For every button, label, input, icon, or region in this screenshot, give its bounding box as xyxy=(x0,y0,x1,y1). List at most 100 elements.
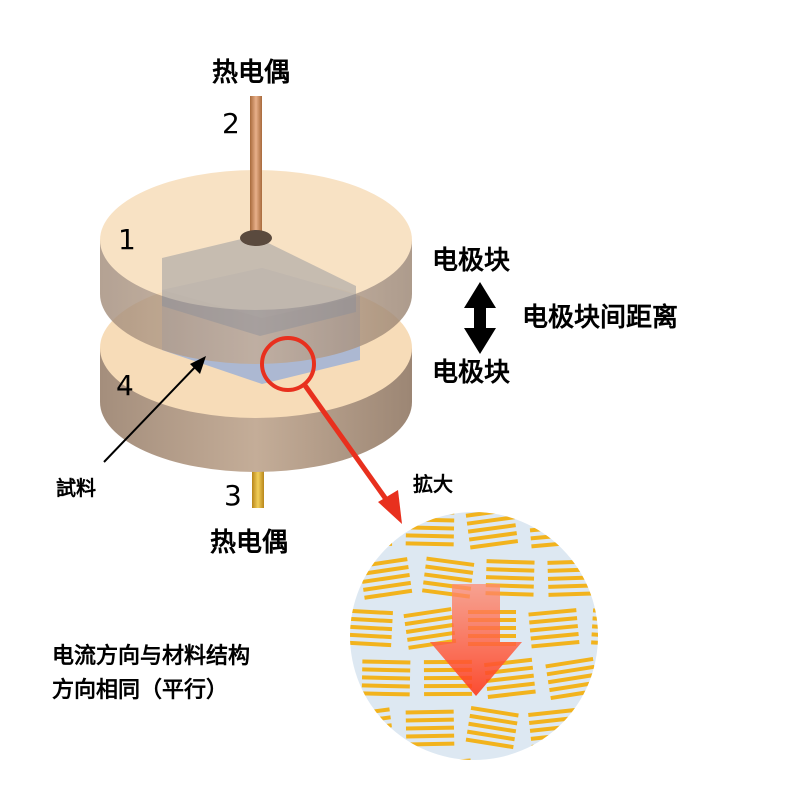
electrode-number-4: 4 xyxy=(116,369,134,402)
fiber-line xyxy=(591,632,598,640)
fiber-line xyxy=(592,608,598,616)
fiber-line xyxy=(609,680,657,691)
fiber-cell xyxy=(591,512,598,547)
fiber-line xyxy=(610,582,658,590)
fiber-line xyxy=(361,675,411,681)
fiber-line xyxy=(362,782,410,789)
fiber-cell xyxy=(591,608,598,648)
fiber-line xyxy=(405,541,454,547)
fiber-line xyxy=(468,721,517,734)
sample-pointer-arrowhead xyxy=(190,356,206,374)
fiber-line xyxy=(350,632,392,640)
fiber-line xyxy=(363,580,412,592)
fiber-line xyxy=(654,542,702,546)
fiber-line xyxy=(547,779,595,791)
fiber-cell xyxy=(361,659,411,697)
fiber-line xyxy=(361,691,410,697)
fiber-line xyxy=(528,512,577,517)
fiber-line xyxy=(548,591,597,597)
fiber-line xyxy=(550,755,598,760)
fiber-line xyxy=(483,757,533,760)
fiber-line xyxy=(547,672,596,685)
sample-label: 試料 xyxy=(56,476,96,500)
fiber-line xyxy=(361,683,410,689)
fiber-line xyxy=(545,656,594,669)
fiber-line xyxy=(404,615,453,627)
fiber-line xyxy=(403,607,452,619)
fiber-line xyxy=(350,517,392,523)
fiber-line xyxy=(591,525,598,531)
fiber-line xyxy=(424,572,473,583)
fiber-line xyxy=(424,774,472,782)
fiber-cell xyxy=(609,558,660,597)
current-direction-note: 电流方向与材料结构 方向相同（平行） xyxy=(52,640,382,708)
fiber-line xyxy=(673,790,721,798)
fiber-line xyxy=(470,705,519,718)
fiber-line xyxy=(591,709,598,715)
fiber-line xyxy=(405,725,455,731)
fiber-line xyxy=(592,533,598,539)
fiber-line xyxy=(362,758,412,760)
fiber-cell xyxy=(422,758,472,782)
fiber-line xyxy=(610,672,658,683)
fiber-line xyxy=(654,526,702,530)
fiber-line xyxy=(654,624,702,634)
fiber-line xyxy=(529,524,579,533)
fiber-line xyxy=(485,766,533,775)
electrode-number-1: 1 xyxy=(118,223,136,256)
thermocouple-number-3: 3 xyxy=(224,479,242,512)
fiber-line xyxy=(592,616,598,624)
fiber-line xyxy=(654,510,702,514)
fiber-line xyxy=(350,624,393,632)
fiber-line xyxy=(672,774,720,782)
fiber-line xyxy=(610,760,658,765)
fiber-line xyxy=(546,787,594,799)
fiber-line xyxy=(591,717,598,723)
fiber-line xyxy=(672,672,720,684)
fiber-line xyxy=(423,766,471,774)
fiber-cell xyxy=(350,608,393,648)
electrode-label-upper: 电极块 xyxy=(432,246,511,276)
fiber-line xyxy=(405,622,454,634)
fiber-cell xyxy=(670,758,721,798)
fiber-line xyxy=(350,525,393,531)
fiber-line xyxy=(591,624,598,632)
fiber-line xyxy=(486,567,535,573)
fiber-line xyxy=(653,616,701,626)
magnify-label: 拡大 xyxy=(413,472,453,496)
fiber-line xyxy=(466,729,515,742)
fiber-line xyxy=(350,541,393,547)
fiber-line xyxy=(350,608,393,616)
fiber-line xyxy=(673,565,721,574)
fiber-line xyxy=(425,564,474,575)
fiber-line xyxy=(609,566,657,574)
fiber-cell xyxy=(608,656,661,699)
fiber-cell xyxy=(483,757,533,775)
fiber-line xyxy=(466,515,515,526)
fiber-line xyxy=(361,790,409,797)
fiber-line xyxy=(362,766,410,773)
thermocouple-number-2: 2 xyxy=(222,107,240,140)
fiber-line xyxy=(670,687,718,699)
fiber-line xyxy=(592,733,598,739)
sample-pointer-line xyxy=(103,363,199,463)
fiber-line xyxy=(654,710,702,715)
fiber-line xyxy=(350,739,395,750)
fiber-line xyxy=(671,766,719,774)
fiber-cell xyxy=(670,557,721,598)
fiber-line xyxy=(610,792,658,797)
fiber-cell xyxy=(654,510,702,546)
fiber-line xyxy=(670,758,718,766)
magnify-callout xyxy=(260,336,402,524)
fiber-line xyxy=(656,639,704,649)
fiber-line xyxy=(422,758,471,760)
fiber-line xyxy=(529,516,578,525)
fiber-line xyxy=(424,683,473,689)
fiber-line xyxy=(405,717,454,723)
fiber-line xyxy=(362,667,411,673)
thermocouple-label-bottom: 热电偶 xyxy=(210,528,289,558)
fiber-cell xyxy=(361,758,412,797)
fiber-line xyxy=(609,558,657,566)
fiber-line xyxy=(549,680,598,693)
electrode-label-lower: 电极块 xyxy=(432,358,511,388)
